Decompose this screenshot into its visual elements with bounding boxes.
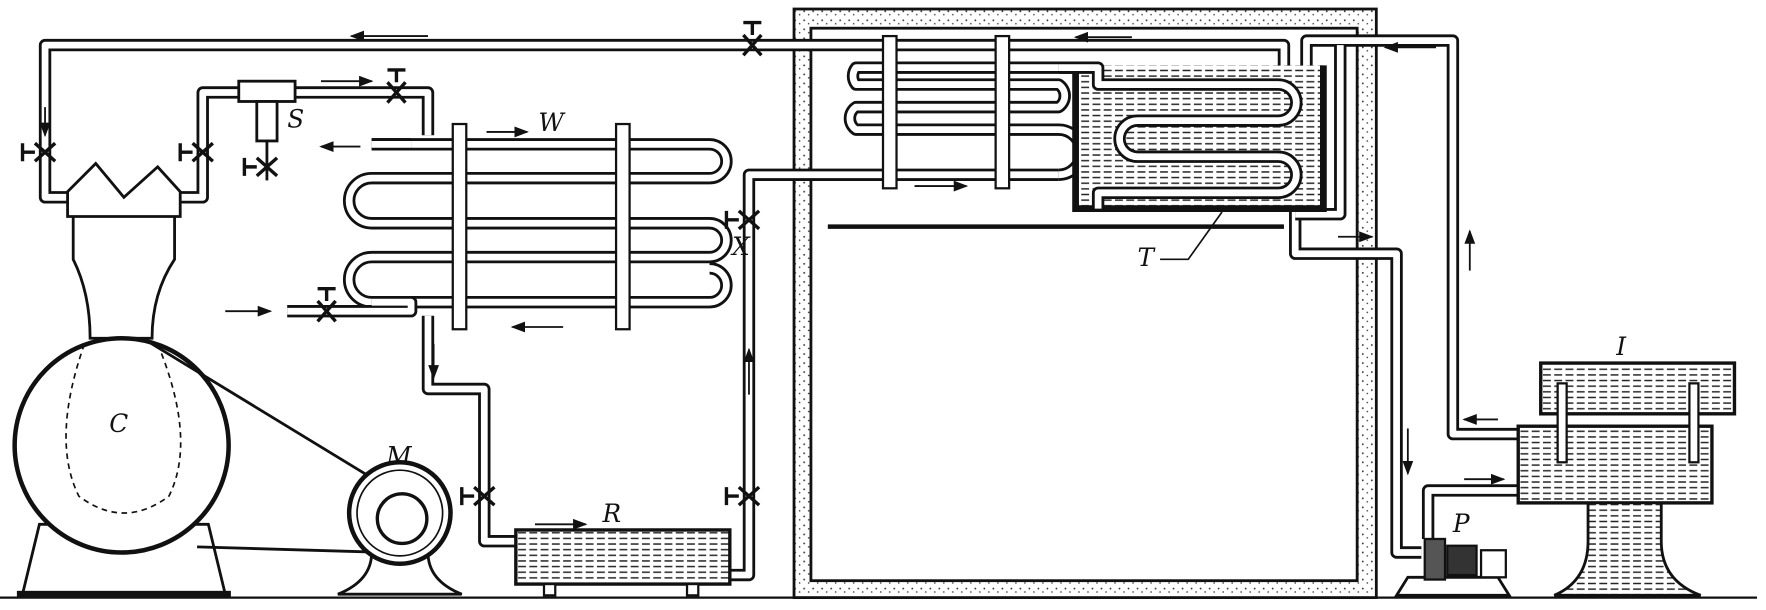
tank-leader-line bbox=[1160, 211, 1223, 261]
label-motor: M bbox=[385, 442, 412, 471]
flow-arrows bbox=[39, 30, 1506, 530]
valve-separator-drain bbox=[242, 156, 279, 178]
valves bbox=[20, 20, 763, 507]
labels: S W X T C M R P I bbox=[109, 104, 1627, 538]
label-expansion-valve: X bbox=[730, 232, 751, 261]
valve-receiver-outlet bbox=[724, 485, 761, 507]
ice-maker bbox=[1516, 361, 1737, 597]
label-pump: P bbox=[1452, 509, 1471, 538]
label-ice-maker: I bbox=[1615, 332, 1627, 361]
piping bbox=[38, 34, 1519, 582]
label-tank: T bbox=[1138, 243, 1157, 272]
condenser-bars bbox=[451, 34, 1011, 331]
condenser-coil bbox=[342, 138, 733, 309]
valve-expansion bbox=[724, 209, 761, 231]
valve-compressor-right bbox=[178, 141, 214, 163]
label-receiver: R bbox=[602, 499, 622, 528]
label-separator: S bbox=[287, 104, 304, 133]
valve-suction bbox=[742, 20, 763, 57]
separator bbox=[237, 79, 297, 181]
valve-water-inlet bbox=[316, 286, 337, 323]
suction-return-pipe bbox=[38, 38, 1291, 204]
compressor bbox=[12, 161, 231, 598]
valve-receiver-inlet bbox=[460, 485, 496, 507]
motor bbox=[145, 339, 463, 596]
pump-to-ice-pipe bbox=[1421, 484, 1519, 539]
tank-riser bbox=[1295, 45, 1347, 221]
brine-out-pipe bbox=[1289, 208, 1422, 559]
label-condenser: W bbox=[538, 108, 566, 137]
valve-discharge bbox=[386, 68, 407, 104]
receiver bbox=[514, 528, 732, 597]
condenser-header bbox=[287, 138, 418, 318]
brine-tank bbox=[1058, 61, 1327, 212]
discharge-pipe bbox=[180, 86, 435, 204]
pump bbox=[1394, 537, 1512, 597]
liquid-line bbox=[421, 315, 516, 548]
label-compressor: C bbox=[109, 409, 128, 438]
brine-return-pipe bbox=[1300, 34, 1519, 441]
valve-compressor-left bbox=[20, 141, 57, 163]
